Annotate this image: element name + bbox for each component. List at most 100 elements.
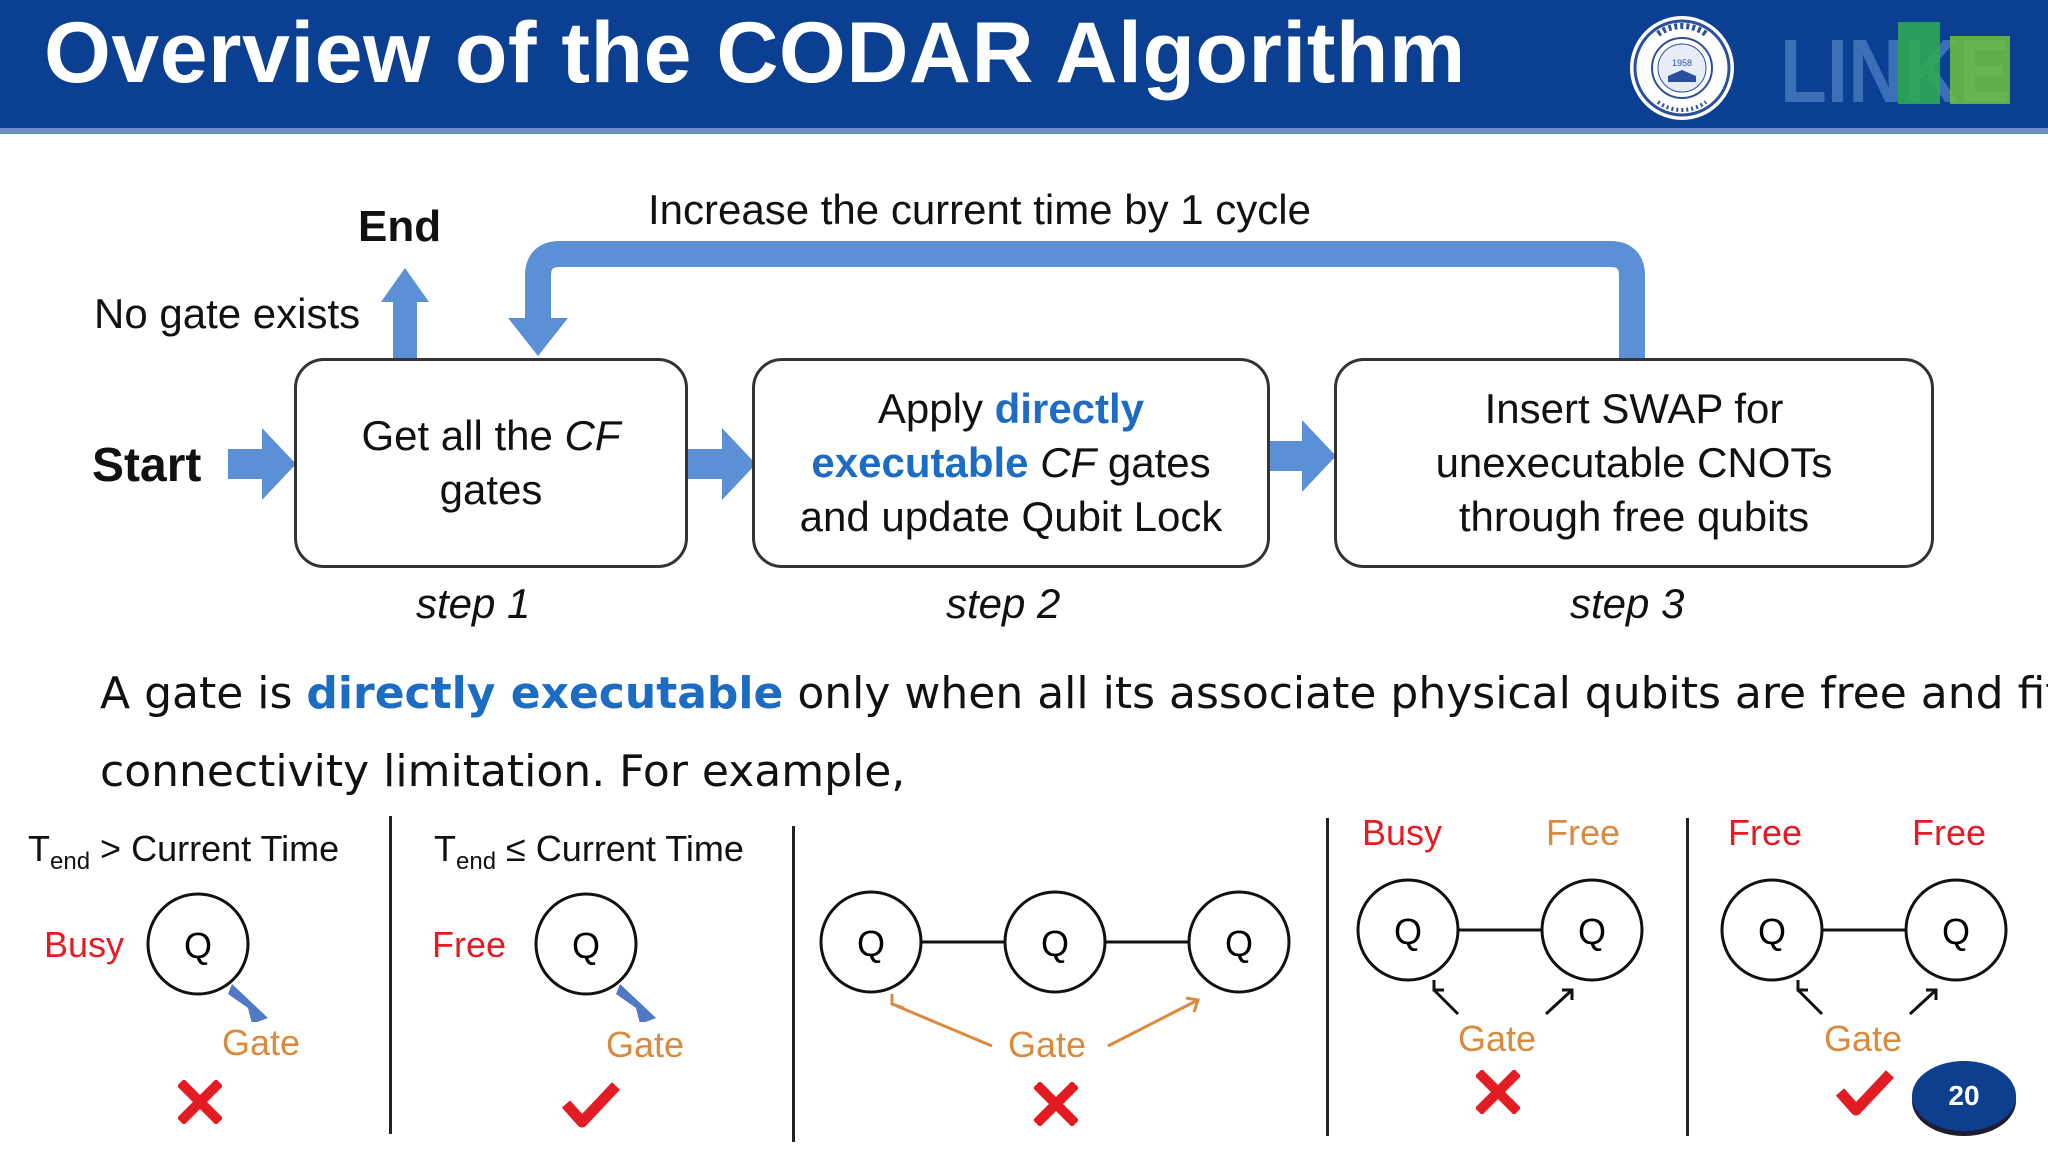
ex1-condition-text: > Current Time [90,828,340,869]
step1-to-step2-head [722,428,756,500]
step1-label: step 1 [416,580,531,627]
end-arrow-head [381,268,429,302]
page-number: 20 [1912,1061,2016,1131]
ex3-gate-label: Gate [1008,1024,1087,1065]
ex2-condition-sub: end [456,848,497,876]
ex2-state: Free [432,924,507,965]
ex4-qubit-right-label: Q [1578,911,1606,952]
step1-to-step2-shaft [686,449,722,479]
step3-label: step 3 [1570,580,1685,627]
ex5-qubit-right-label: Q [1942,911,1970,952]
ex4-gate-arrow-left [1432,988,1460,1016]
ex2-result-check-icon [562,1082,620,1128]
step1-text-plain: Get all the [361,412,565,459]
ex2-condition-text: ≤ Current Time [496,828,744,869]
example-divider-4 [1686,818,1689,1136]
ex1-qubit-label: Q [184,925,212,966]
step3-text: Insert SWAP for unexecutable CNOTs throu… [1436,382,1833,544]
ex4-diagram: Q Q [1356,878,1644,1016]
step2-line1-highlight: directly [994,385,1145,432]
step2-text: Apply directly executable CF gates and u… [800,382,1223,544]
ex3-qubit-3-label: Q [1225,923,1253,964]
ex3-qubit-1 [819,890,923,994]
end-label: End [358,202,442,251]
step2-label: step 2 [946,580,1061,627]
step1-text: Get all the CF gates [361,409,620,517]
brand-logo: LINKE [1780,22,2010,116]
loop-label: Increase the current time by 1 cycle [648,186,1311,233]
end-arrow-shaft [393,298,417,358]
ex5-gate-arrow-right [1908,988,1938,1016]
ex4-gate-label: Gate [1458,1018,1537,1059]
slide-title: Overview of the CODAR Algorithm [44,5,1466,101]
ex3-qubit-1-label: Q [857,923,885,964]
loop-arrow [525,241,1645,358]
ex3-gate-arrow-left [891,1002,993,1048]
title-underline [0,128,2048,134]
description-line2: connectivity limitation. For example, [100,746,906,797]
ex1-diagram: Q [146,892,268,1022]
step3-line2: unexecutable CNOTs [1435,439,1833,486]
step2-box: Apply directly executable CF gates and u… [752,358,1270,568]
ex5-result-check-icon [1836,1070,1894,1116]
ex4-qubit-right [1540,878,1644,982]
ex1-qubit [146,892,250,996]
ex1-condition-sub: end [50,848,91,876]
step2-line2-italic: CF [1040,439,1097,486]
step2-to-step3-shaft [1268,441,1302,471]
ex5-state-left: Free [1728,812,1803,853]
description-highlight: directly executable [306,668,784,719]
step1-text-italic: CF [564,412,621,459]
start-arrow-shaft [228,449,262,479]
ex4-state-right: Free [1546,812,1621,853]
step2-line1-plain: Apply [877,385,995,432]
description-part2: only when all its associate physical qub… [783,668,2048,719]
ex4-qubit-left-label: Q [1394,911,1422,952]
ex1-state: Busy [44,924,125,965]
ex2-gate-arrow [616,984,656,1022]
ex1-condition-t: T [28,828,50,869]
ex3-qubit-2-label: Q [1041,923,1069,964]
step3-line1: Insert SWAP for [1484,385,1784,432]
university-seal-logo: 1958 [1630,16,1734,120]
ex4-result-cross-icon [1476,1070,1520,1114]
step1-text-line2: gates [439,466,543,513]
ex5-state-right: Free [1912,812,1987,853]
ex2-qubit [534,892,638,996]
ex2-qubit-label: Q [572,925,600,966]
ex4-state-left: Busy [1362,812,1443,853]
ex2-condition: Tend ≤ Current Time [434,828,744,876]
ex5-gate-label: Gate [1824,1018,1903,1059]
ex2-gate-label: Gate [606,1024,685,1065]
no-gate-label: No gate exists [94,290,361,337]
ex2-condition-t: T [434,828,456,869]
description-line1: A gate is directly executable only when … [100,668,2048,719]
ex3-gate-arrow-right [1107,998,1199,1048]
ex3-qubit-3 [1187,890,1291,994]
ex5-qubit-left [1720,878,1824,982]
example-divider-2 [792,826,795,1142]
step2-line3: and update Qubit Lock [799,493,1223,540]
ex3-diagram: Q Q Q [819,890,1291,1048]
ex5-diagram: Q Q [1720,878,2008,1016]
ex3-result-cross-icon [1034,1082,1078,1126]
ex5-qubit-left-label: Q [1758,911,1786,952]
ex5-gate-arrow-left [1796,988,1824,1016]
ex4-gate-arrow-right [1544,988,1574,1016]
example-divider-3 [1326,818,1329,1136]
ex2-diagram: Q [534,892,656,1022]
loop-arrow-head [508,318,568,356]
ex1-gate-label: Gate [222,1022,301,1063]
seal-year-text: 1958 [1672,58,1692,68]
step3-box: Insert SWAP for unexecutable CNOTs throu… [1334,358,1934,568]
ex1-gate-arrow [228,984,268,1022]
ex4-qubit-left [1356,878,1460,982]
step2-to-step3-head [1302,420,1336,492]
ex3-qubit-2 [1003,890,1107,994]
example-divider-1 [389,816,392,1134]
start-arrow-head [262,428,296,500]
start-label: Start [92,439,202,492]
ex1-result-cross-icon [178,1080,222,1124]
description-part1: A gate is [100,668,307,719]
